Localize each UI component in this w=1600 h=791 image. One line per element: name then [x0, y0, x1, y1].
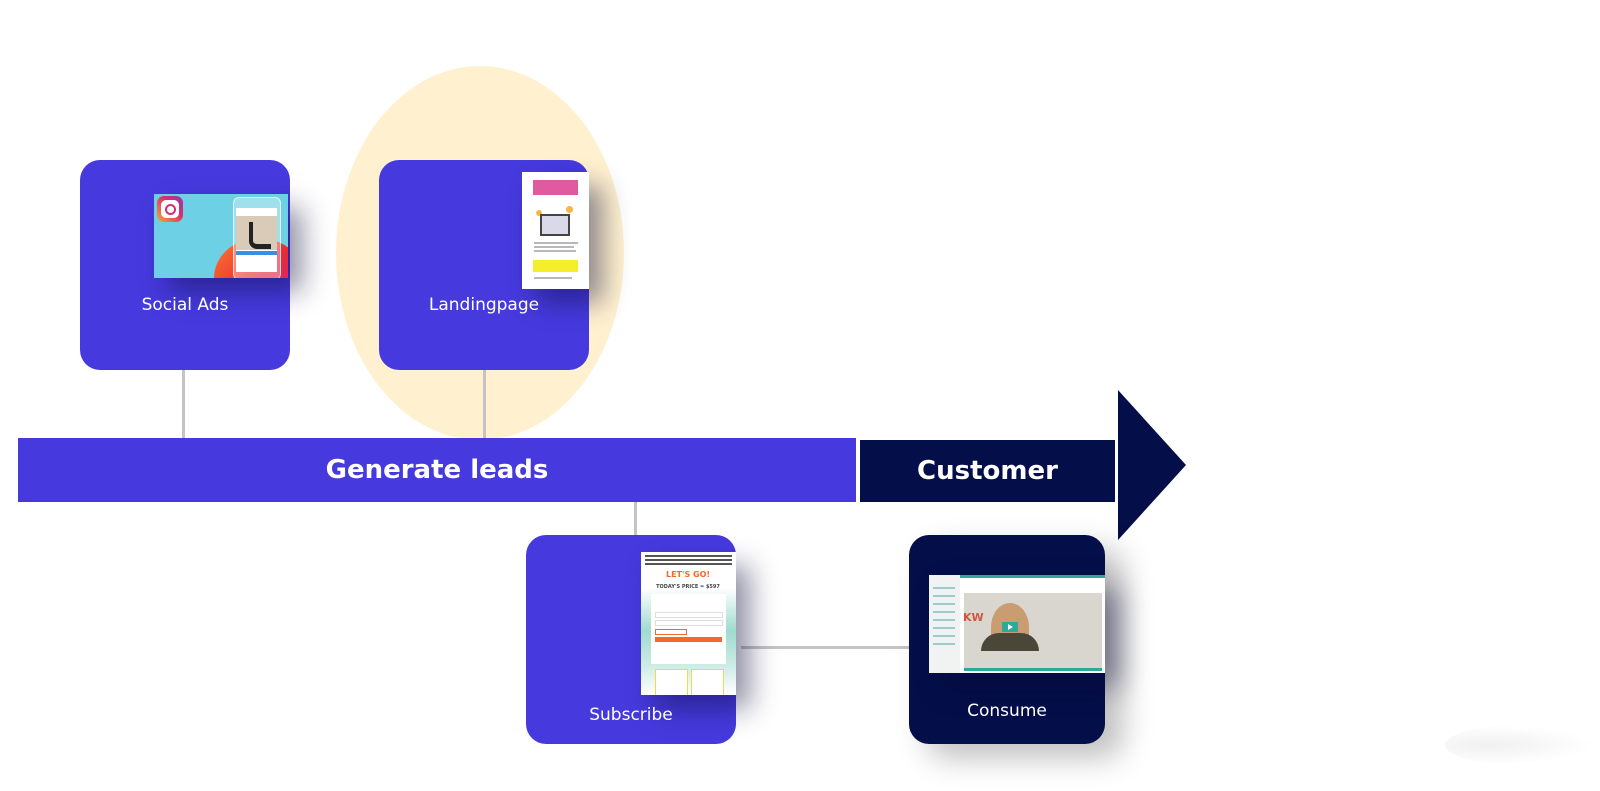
connector-landingpage	[483, 370, 486, 438]
thumbnail-logo: KW	[963, 611, 984, 624]
step-subscribe: LET'S GO! TODAY'S PRICE = $597 Subscribe	[526, 535, 736, 744]
step-landingpage: Landingpage	[379, 160, 589, 370]
checkout-page-thumbnail: LET'S GO! TODAY'S PRICE = $597	[640, 552, 736, 695]
stage-customer: Customer	[860, 440, 1115, 502]
landing-page-thumbnail	[521, 172, 589, 289]
course-video-thumbnail: KW	[929, 575, 1105, 673]
decorative-shadow	[1445, 725, 1595, 765]
step-label: Subscribe	[589, 705, 673, 725]
shoe-icon	[249, 222, 271, 249]
thumbnail-headline: LET'S GO!	[665, 570, 711, 579]
instagram-ad-thumbnail	[154, 194, 288, 278]
stage-label: Generate leads	[325, 455, 549, 485]
stage-label: Customer	[917, 456, 1058, 486]
stage-generate-leads: Generate leads	[18, 438, 856, 502]
connector-subscribe-consume	[741, 646, 909, 649]
arrow-head-icon	[1118, 390, 1186, 540]
thumbnail-price: TODAY'S PRICE = $597	[656, 584, 720, 590]
instagram-icon	[157, 196, 183, 222]
connector-subscribe	[634, 502, 637, 535]
step-label: Social Ads	[141, 295, 229, 315]
connector-social-ads	[182, 370, 185, 438]
play-icon	[1002, 622, 1018, 632]
step-consume: KW Consume	[909, 535, 1105, 744]
step-label: Consume	[967, 701, 1047, 721]
step-social-ads: Social Ads	[80, 160, 290, 370]
step-label: Landingpage	[428, 295, 540, 315]
